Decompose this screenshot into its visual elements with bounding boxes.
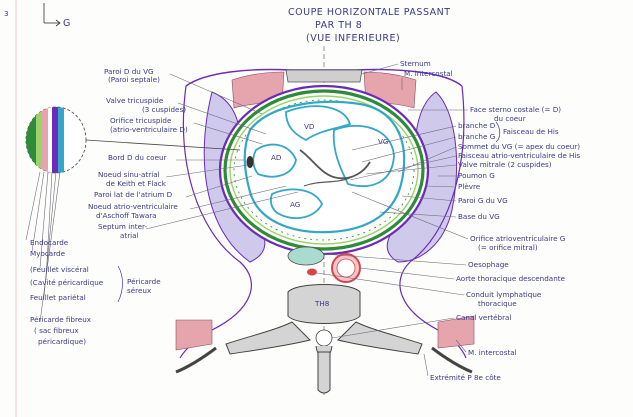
label-pericarde-fibreux: Péricarde fibreux [30, 315, 92, 324]
label-valve-tricuspide: Valve tricuspide [106, 96, 164, 105]
label-face-sterno-sub: du coeur [494, 114, 526, 123]
title-line3: (VUE INFERIEURE) [306, 33, 400, 44]
rib-left [431, 346, 473, 374]
title-line1: COUPE HORIZONTALE PASSANT [288, 7, 451, 18]
label-bord-d: Bord D du coeur [108, 153, 167, 162]
label-faisceau-his: Faisceau de His [503, 127, 559, 136]
label-endocarde: Endocarde [30, 238, 69, 247]
label-ad: AD [271, 153, 282, 162]
label-vd: VD [304, 122, 315, 131]
label-pericarde-fibreux-sub: ( sac fibreux [34, 326, 79, 335]
label-conduit: Conduit lymphatique [466, 290, 542, 299]
right-ventricle [285, 105, 352, 142]
label-faisceau-av: Faisceau atrio-ventriculaire de His [458, 151, 580, 160]
inset-layers [25, 106, 241, 323]
vertebra-th8 [225, 284, 423, 394]
label-paroi-vg-sub: (Paroi septale) [108, 75, 160, 84]
esophagus [287, 246, 325, 266]
spinous-process [317, 351, 331, 394]
label-branche-g: branche G [458, 132, 495, 141]
left-atrium [269, 188, 324, 219]
his-bundle [299, 149, 371, 180]
label-pericarde-fibreux-sub2: péricardique) [38, 337, 86, 346]
label-noeud-av: Noeud atrio-ventriculaire [88, 202, 178, 211]
page-marker: 3 [4, 9, 9, 18]
left-ventricle [332, 125, 395, 188]
label-canal: Canal vertébral [456, 313, 511, 322]
intercostal-muscle-bottom-right [175, 319, 213, 351]
sternum [285, 69, 363, 83]
title-line2: PAR TH 8 [315, 20, 362, 31]
label-aorte: Aorte thoracique descendante [456, 274, 566, 283]
label-branche-d: branche D [458, 121, 496, 130]
heart [243, 100, 406, 234]
intercostal-muscle-bottom-left [437, 315, 475, 349]
thoracic-duct [307, 268, 317, 276]
label-conduit-sub: thoracique [478, 299, 517, 308]
rib-right [175, 346, 217, 374]
label-paroi-g: Paroi G du VG [458, 196, 508, 205]
label-valve-tricuspide-sub: (3 cuspides) [142, 105, 186, 114]
label-septum-sub: atrial [120, 231, 139, 240]
label-noeud-sinus: Noeud sinu-atrial [98, 170, 160, 179]
label-myocarde: Myocarde [30, 249, 66, 258]
vertebral-canal [315, 329, 333, 347]
label-extremite: Extrémité P 8e côte [430, 373, 501, 382]
label-plevre: Plèvre [458, 182, 481, 191]
label-orifice-tricuspide-sub: (atrio-ventriculaire D) [110, 125, 188, 134]
label-orifice-tricuspide: Orifice tricuspide [110, 116, 172, 125]
label-m-intercostal-bottom: M. intercostal [468, 348, 517, 357]
label-sternum: Sternum [400, 59, 431, 68]
label-feuillet-parietal: Feuillet pariétal [30, 293, 86, 302]
label-septum: Septum inter- [98, 222, 147, 231]
label-orifice-av-g-sub: (= orifice mitral) [478, 243, 538, 252]
label-paroi-vg: Paroi D du VG [104, 67, 154, 76]
label-orifice-av-g: Orifice atrioventriculaire G [470, 234, 565, 243]
septum-line [303, 177, 351, 187]
orientation-g-label: G [63, 18, 71, 29]
label-m-intercostal-top: M. intercostal [404, 69, 453, 78]
label-cavite: (Cavité péricardique [30, 278, 104, 287]
label-sommet: Sommet du VG (= apex du coeur) [458, 142, 580, 151]
label-vg: VG [378, 137, 389, 146]
label-oesophage: Oesophage [468, 260, 509, 269]
label-noeud-av-sub: d'Aschoff Tawara [96, 211, 157, 220]
orientation-arrows: G [43, 3, 71, 29]
sinoatrial-node [246, 156, 254, 168]
label-base-vg: Base du VG [458, 212, 500, 221]
label-poumon: Poumon G [458, 171, 495, 180]
label-ag: AG [290, 200, 300, 209]
label-feuillet-visceral: (Feuillet viscéral [30, 265, 89, 274]
label-th8: TH8 [314, 299, 330, 308]
label-paroi-atrium: Paroi lat de l'atrium D [94, 190, 173, 199]
label-valve-mitrale: Valve mitrale (2 cuspides) [458, 160, 552, 169]
label-pericarde-sereux-sub: séreux [127, 286, 152, 295]
label-noeud-sinus-sub: de Keith et Flack [106, 179, 167, 188]
label-pericarde-sereux: Péricarde [127, 277, 161, 286]
right-leader-lines [316, 63, 469, 377]
label-face-sterno: Face sterno costale (= D) [470, 105, 561, 114]
left-leader-lines [145, 73, 299, 230]
